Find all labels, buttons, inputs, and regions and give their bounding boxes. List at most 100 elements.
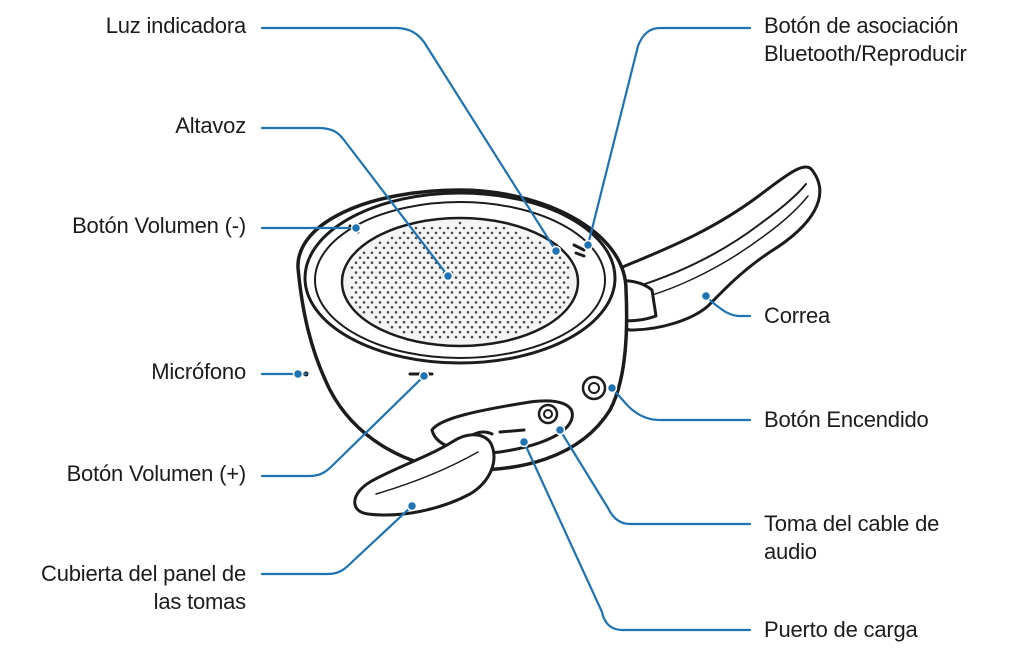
grille-hole [538,301,542,304]
grille-hole [562,281,566,284]
grille-hole [542,296,546,299]
grille-hole [486,315,490,319]
dot-correa [700,290,712,302]
grille-hole [366,266,370,269]
grille-hole [566,286,570,289]
grille-hole [554,311,558,314]
grille-hole [426,231,430,235]
grille-hole [434,281,438,284]
grille-hole [522,241,526,245]
speaker-top-rim [303,191,617,365]
grille-hole [438,256,442,260]
grille-hole [482,291,486,294]
grille-hole [402,251,406,255]
grille-hole [550,306,554,309]
grille-hole [490,231,494,235]
grille-hole [386,301,390,304]
grille-hole [430,276,434,279]
grille-hole [454,306,458,309]
grille-hole [566,266,570,269]
grille-hole [398,246,402,250]
grille-hole [414,246,418,250]
charging-port [498,428,526,434]
grille-hole [542,246,546,250]
grille-hole [542,306,546,309]
grille-hole [402,281,406,284]
label-toma-audio-line2: audio [764,539,817,564]
grille-hole [434,271,438,274]
grille-hole [526,276,530,279]
grille-hole [462,335,466,339]
grille-hole [350,276,354,279]
grille-hole [550,276,554,279]
grille-hole [494,315,498,319]
grille-hole [466,241,470,245]
grille-hole [370,251,374,255]
grille-hole [526,236,530,240]
grille-hole [358,266,362,269]
grille-hole [502,266,506,269]
grille-hole [442,261,446,265]
grille-hole [362,261,366,265]
grille-hole [518,236,522,240]
grille-hole [526,315,530,319]
leader-boton-encendido [610,386,752,422]
grille-hole [474,281,478,284]
grille-hole [546,251,550,255]
grille-hole [406,256,410,260]
grille-hole [438,236,442,240]
grille-hole [478,286,482,289]
grille-hole [430,266,434,269]
grille-hole [450,330,454,334]
grille-hole [414,256,418,260]
leader-puerto-carga [522,440,752,632]
strap-inner-edge [625,183,807,291]
grille-hole [522,271,526,274]
grille-hole [466,271,470,274]
grille-hole [502,236,506,240]
label-cubierta-line1: Cubierta del panel de [41,561,246,586]
grille-hole [490,251,494,255]
grille-hole [370,291,374,294]
grille-hole [398,276,402,279]
grille-hole [446,226,450,230]
grille-hole [362,281,366,284]
grille-hole [426,311,430,314]
grille-hole [458,291,462,294]
label-boton-asociacion: Botón de asociación Bluetooth/Reproducir [764,12,967,68]
grille-hole [406,296,410,299]
grille-hole [478,266,482,269]
dot-boton-asociacion [582,239,594,251]
grille-hole [538,291,542,294]
grille-hole [554,291,558,294]
grille-hole [430,246,434,250]
grille-hole [446,296,450,299]
grille-hole [434,330,438,334]
grille-hole [414,236,418,240]
grille-hole [506,301,510,304]
grille-hole [350,286,354,289]
grille-hole [406,315,410,319]
grille-hole [470,335,474,339]
grille-hole [390,296,394,299]
grille-hole [486,286,490,289]
grille-hole [418,330,422,334]
grille-hole [418,261,422,265]
grille-hole [438,246,442,250]
grille-hole [546,271,550,274]
grille-hole [482,301,486,304]
grille-hole [530,281,534,284]
grille-hole [502,286,506,289]
leader-endpoints [292,222,712,512]
grille-hole [498,301,502,304]
leader-cubierta [260,504,414,576]
grille-hole [514,251,518,255]
grille-hole [370,261,374,265]
grille-hole [398,296,402,299]
grille-hole [510,296,514,299]
grille-hole [370,281,374,284]
grille-hole [430,236,434,240]
leader-boton-asociacion [586,26,752,247]
grille-hole [394,311,398,314]
grille-hole [454,325,458,329]
